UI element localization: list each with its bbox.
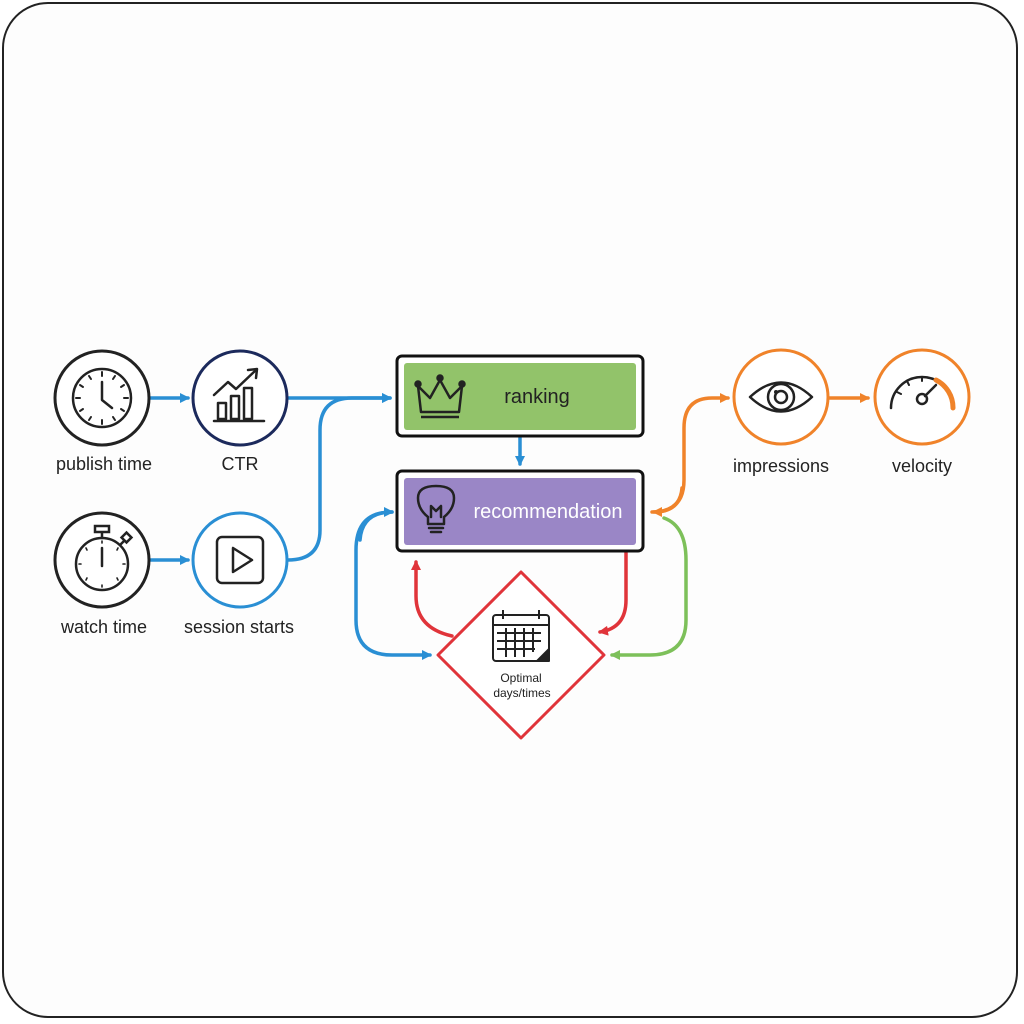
node-publish-time: publish time xyxy=(53,349,152,474)
arrow-orange-into-recommendation xyxy=(652,486,684,517)
node-optimal-days-times: Optimal days/times xyxy=(436,570,606,740)
label-impressions: impressions xyxy=(733,456,829,476)
play-icon xyxy=(215,535,265,585)
arrow-red-optimal-to-recommendation xyxy=(411,560,454,638)
label-optimal-line1: Optimal xyxy=(500,671,541,685)
arrow-recommendation-to-impressions xyxy=(650,393,730,514)
eye-icon xyxy=(748,381,814,413)
lightbulb-icon xyxy=(416,484,456,534)
node-watch-time: watch time xyxy=(53,511,151,637)
arrow-red-recommendation-to-optimal xyxy=(598,550,628,636)
label-publish-time: publish time xyxy=(56,454,152,474)
node-ctr: CTR xyxy=(191,349,289,474)
label-ranking: ranking xyxy=(504,386,570,408)
speedometer-icon xyxy=(889,375,956,411)
node-velocity: velocity xyxy=(873,348,971,476)
label-velocity: velocity xyxy=(892,456,952,476)
arrow-blue-loop-left-head xyxy=(358,507,394,542)
crown-icon xyxy=(414,374,466,419)
clock-icon xyxy=(71,367,133,429)
bar-chart-trend-icon xyxy=(212,367,266,423)
label-optimal-line2: days/times xyxy=(493,686,550,700)
calendar-icon xyxy=(492,610,550,662)
label-session-starts: session starts xyxy=(184,617,294,637)
label-recommendation: recommendation xyxy=(474,501,623,523)
stopwatch-icon xyxy=(74,524,134,592)
label-ctr: CTR xyxy=(222,454,259,474)
label-watch-time: watch time xyxy=(60,617,147,637)
arrow-session-to-ranking xyxy=(286,393,392,562)
node-ranking: ranking xyxy=(395,354,645,438)
node-impressions: impressions xyxy=(732,348,830,476)
node-recommendation: recommendation xyxy=(395,469,645,553)
node-session-starts: session starts xyxy=(184,511,294,637)
arrow-green-loop-right xyxy=(610,516,688,660)
